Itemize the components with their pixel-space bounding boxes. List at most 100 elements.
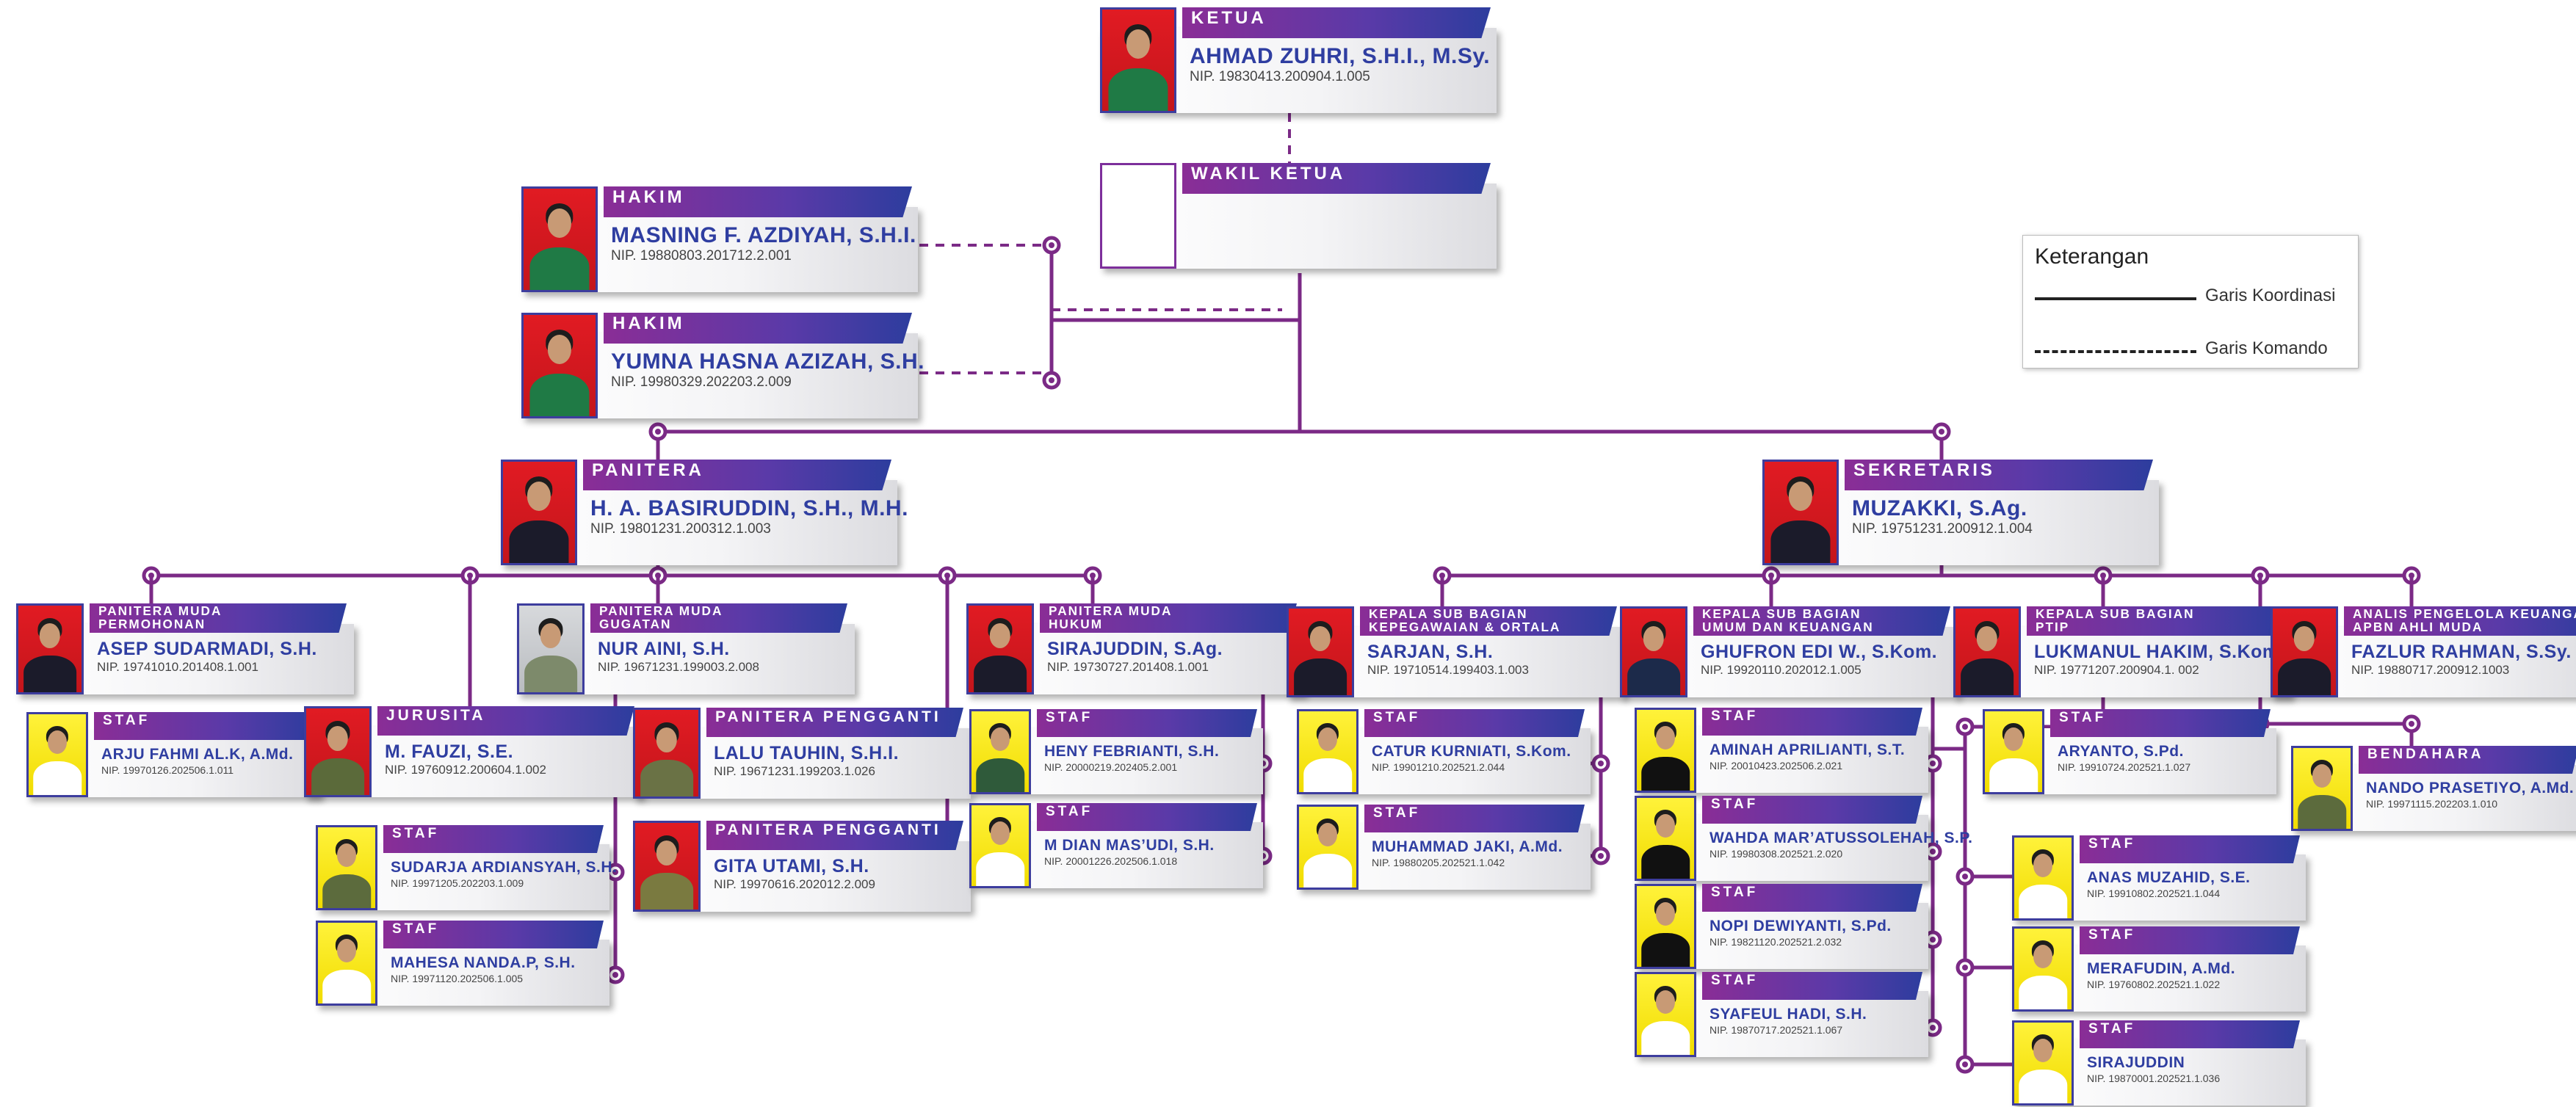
person-name: MUHAMMAD JAKI, A.Md. — [1372, 838, 1563, 855]
person-portrait — [16, 603, 84, 694]
person-name: ARJU FAHMI AL.K, A.Md. — [101, 746, 294, 763]
person-portrait — [2012, 1020, 2074, 1106]
person-portrait — [304, 706, 372, 797]
person-nip: NIP. 19821120.202521.2.032 — [1710, 936, 1842, 948]
role-ribbon: ANALIS PENGELOLA KEUANGAN APBN AHLI MUDA — [2344, 606, 2576, 636]
person-name: SYAFEUL HADI, S.H. — [1710, 1006, 1867, 1023]
person-name: YUMNA HASNA AZIZAH, S.H. — [611, 349, 925, 374]
person-portrait — [1953, 606, 2021, 697]
person-nip: NIP. 19730727.201408.1.001 — [1047, 660, 1209, 674]
solid-line-sample — [2035, 297, 2196, 300]
person-nip: NIP. 19870001.202521.1.036 — [2087, 1072, 2221, 1084]
role-ribbon: STAF — [2080, 926, 2300, 954]
person-nip: NIP. 19671231.199003.2.008 — [598, 660, 759, 674]
person-nip: NIP. 19971115.202203.1.010 — [2366, 798, 2498, 810]
person-name: CATUR KURNIATI, S.Kom. — [1372, 743, 1571, 760]
person-portrait — [1635, 884, 1696, 969]
person-name: MUZAKKI, S.Ag. — [1852, 496, 2027, 520]
person-name: GHUFRON EDI W., S.Kom. — [1701, 642, 1938, 662]
legend-box: Keterangan Garis Koordinasi Garis Komand… — [2022, 235, 2359, 369]
role-ribbon: STAF — [1364, 805, 1585, 832]
person-nip: NIP. 19910724.202521.1.027 — [2058, 761, 2191, 773]
person-name: AMINAH APRILIANTI, S.T. — [1710, 741, 1906, 758]
person-name: MAHESA NANDA.P, S.H. — [391, 954, 576, 971]
role-ribbon: STAF — [2080, 835, 2300, 863]
person-nip: NIP. 19970616.202012.2.009 — [714, 877, 875, 891]
person-card-staf_arju: STAF ARJU FAHMI AL.K, A.Md.NIP. 19970126.… — [26, 712, 320, 797]
empty-photo-frame — [1100, 163, 1176, 269]
role-ribbon: WAKIL KETUA — [1182, 163, 1491, 194]
person-name: NANDO PRASETIYO, A.Md. — [2366, 780, 2575, 796]
person-portrait — [633, 821, 701, 912]
person-portrait — [1297, 805, 1358, 890]
person-portrait — [969, 709, 1031, 794]
person-nip: NIP. 19970126.202506.1.011 — [101, 764, 234, 776]
person-portrait — [2271, 606, 2338, 697]
dashed-line-sample — [2035, 350, 2196, 353]
person-name: LUKMANUL HAKIM, S.Kom. — [2034, 642, 2285, 662]
role-ribbon: STAF — [1037, 709, 1257, 737]
person-portrait — [1620, 606, 1687, 697]
judge-portrait — [1100, 7, 1176, 113]
person-name: NOPI DEWIYANTI, S.Pd. — [1710, 918, 1892, 934]
person-nip: NIP. 19870717.202521.1.067 — [1710, 1024, 1843, 1036]
role-ribbon: KEPALA SUB BAGIAN KEPEGAWAIAN & ORTALA — [1360, 606, 1617, 636]
role-ribbon: HAKIM — [604, 186, 912, 217]
panitera-node-center — [655, 429, 661, 435]
bendahara-node-center — [2409, 721, 2414, 727]
mahesa-node-center — [612, 972, 618, 978]
person-card-wakil: WAKIL KETUA — [1100, 163, 1497, 269]
person-nip: NIP. 19901210.202521.2.044 — [1372, 761, 1505, 773]
person-nip: NIP. 19910802.202521.1.044 — [2087, 888, 2221, 899]
person-name: ASEP SUDARMADI, S.H. — [97, 639, 317, 659]
person-name: NUR AINI, S.H. — [598, 639, 730, 659]
person-name: AHMAD ZUHRI, S.H.I., M.Sy. — [1190, 44, 1491, 68]
role-ribbon: STAF — [94, 712, 314, 740]
person-portrait — [633, 708, 701, 799]
nopi-node-center — [1930, 937, 1936, 943]
role-ribbon: STAF — [1364, 709, 1585, 737]
person-nip: NIP. 19920110.202012.1.005 — [1701, 663, 1862, 677]
person-portrait — [1635, 972, 1696, 1057]
jaki-node-center — [1598, 853, 1604, 859]
person-name: M DIAN MAS’UDI, S.H. — [1044, 837, 1215, 854]
person-portrait — [1635, 796, 1696, 881]
person-name: SIRAJUDDIN, S.Ag. — [1047, 639, 1223, 659]
syafeul-node-center — [1930, 1025, 1936, 1031]
person-name: ANAS MUZAHID, S.E. — [2087, 869, 2251, 886]
role-ribbon: PANITERA — [583, 460, 891, 490]
person-nip: NIP. 19880205.202521.1.042 — [1372, 857, 1505, 868]
person-nip: NIP. 20001226.202506.1.018 — [1044, 855, 1178, 867]
person-portrait — [316, 921, 377, 1006]
person-name: GITA UTAMI, S.H. — [714, 856, 869, 876]
person-name: ARYANTO, S.Pd. — [2058, 743, 2184, 760]
role-ribbon: KEPALA SUB BAGIAN PTIP — [2027, 606, 2284, 636]
sekretaris-node-center — [1939, 429, 1944, 435]
person-portrait — [1297, 709, 1358, 794]
person-name: MASNING F. AZDIYAH, S.H.I. — [611, 223, 916, 247]
wahda-node-center — [1930, 849, 1936, 854]
legend-title: Keterangan — [2035, 244, 2149, 269]
sirajuddin-node-center — [1962, 1061, 1968, 1067]
person-name: WAHDA MAR’ATUSSOLEHAH, S.P. — [1710, 830, 1973, 846]
person-name: H. A. BASIRUDDIN, S.H., M.H. — [590, 496, 908, 520]
person-portrait — [501, 460, 577, 565]
aminah-node-center — [1930, 761, 1936, 766]
person-portrait — [2012, 926, 2074, 1012]
person-name: LALU TAUHIN, S.H.I. — [714, 743, 900, 763]
role-ribbon: STAF — [1037, 803, 1257, 831]
role-ribbon: KETUA — [1182, 7, 1491, 38]
person-nip: NIP. 19771207.200904.1. 002 — [2034, 663, 2199, 677]
person-nip: NIP. 19980329.202203.2.009 — [611, 374, 792, 390]
